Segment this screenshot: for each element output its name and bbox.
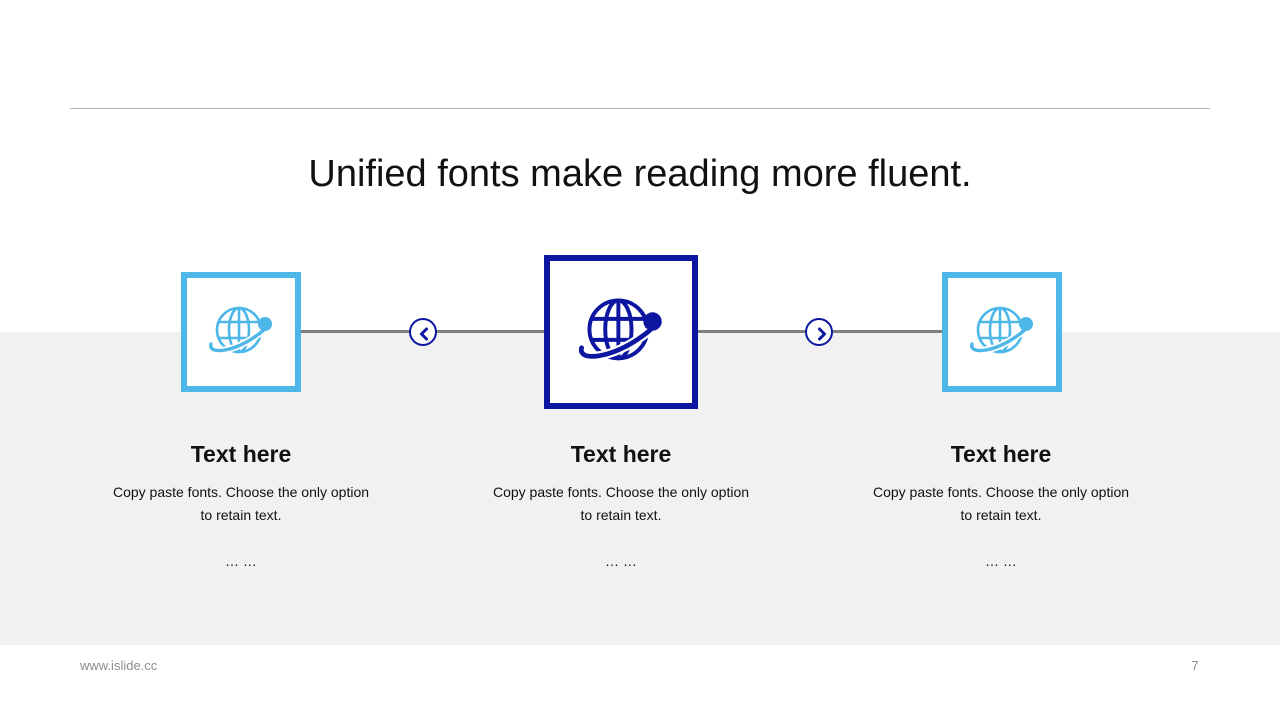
card-body-line: Copy paste fonts. Choose the only option (872, 484, 1130, 500)
footer-url[interactable]: www.islide.cc (80, 658, 158, 673)
card-body-line: Copy paste fonts. Choose the only option (112, 484, 370, 500)
card-body: Copy paste fonts. Choose the only option… (471, 481, 771, 527)
icon-box-left (181, 272, 301, 392)
page-number: 7 (1191, 658, 1199, 673)
card-ellipsis: … … (605, 553, 637, 569)
card-body-line: to retain text. (580, 507, 662, 523)
card-body-line: to retain text. (200, 507, 282, 523)
top-divider (70, 108, 1210, 109)
chevron-left-icon (420, 327, 428, 341)
card-body-line: Copy paste fonts. Choose the only option (492, 484, 750, 500)
card-right: Text here Copy paste fonts. Choose the o… (851, 437, 1151, 571)
card-ellipsis: … … (225, 553, 257, 569)
globe-orbit-icon (576, 298, 662, 361)
card-heading: Text here (190, 441, 292, 467)
slide-title: Unified fonts make reading more fluent. (308, 153, 972, 195)
card-body: Copy paste fonts. Choose the only option… (91, 481, 391, 527)
card-center: Text here Copy paste fonts. Choose the o… (471, 437, 771, 571)
chevron-right-icon (818, 327, 826, 341)
card-body-line: to retain text. (960, 507, 1042, 523)
card-ellipsis: … … (985, 553, 1017, 569)
globe-orbit-icon (968, 306, 1033, 354)
previous-button[interactable] (409, 318, 437, 346)
card-heading: Text here (950, 441, 1052, 467)
card-left: Text here Copy paste fonts. Choose the o… (91, 437, 391, 571)
card-heading: Text here (570, 441, 672, 467)
icon-box-center (544, 255, 698, 409)
icon-box-right (942, 272, 1062, 392)
globe-orbit-icon (207, 306, 272, 354)
next-button[interactable] (805, 318, 833, 346)
card-body: Copy paste fonts. Choose the only option… (851, 481, 1151, 527)
